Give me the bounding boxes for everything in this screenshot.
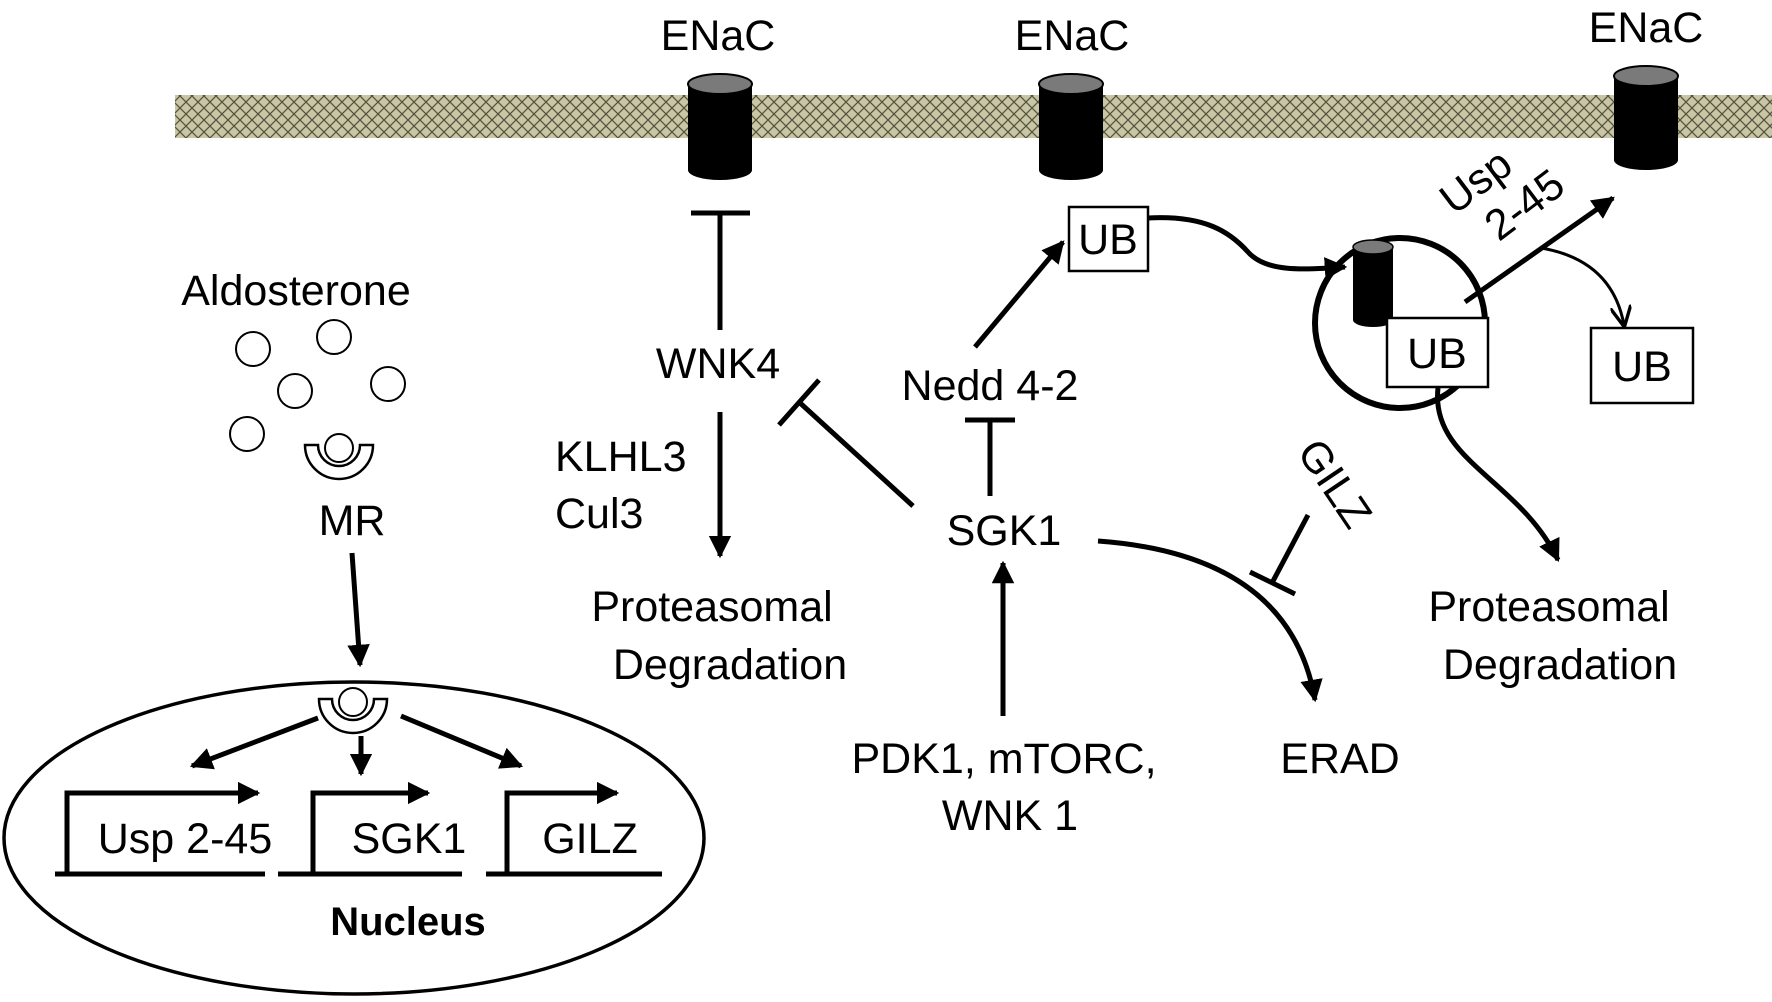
- aldosterone-molecule: [277, 373, 313, 409]
- ub-box-3: [1589, 326, 1695, 405]
- aldosterone-molecule: [370, 366, 406, 402]
- nucleus-title: Nucleus: [330, 900, 486, 944]
- usp-deubiquitination-arrow: [1540, 246, 1624, 325]
- gilz-inhibition-line: [1269, 513, 1311, 585]
- sgk1-wnk4-inhibition-bar: [777, 378, 821, 427]
- aldosterone-molecule: [316, 319, 352, 355]
- aldosterone-molecule: [235, 331, 271, 367]
- enac-label-3: ENaC: [1589, 4, 1704, 52]
- ub-label-2: UB: [1407, 330, 1467, 378]
- enac-channel-1: [687, 73, 753, 180]
- mr-to-nucleus-arrow: [347, 552, 370, 668]
- nedd-to-ub-arrow: [973, 240, 1065, 349]
- gene-sgk1-promoter-arrow: [310, 781, 431, 874]
- gene-gilz-promoter-arrow: [504, 781, 620, 874]
- enac-channel-2: [1038, 73, 1104, 180]
- aldosterone-label: Aldosterone: [181, 267, 411, 315]
- mr-label: MR: [319, 497, 386, 545]
- ub-label-3: UB: [1612, 343, 1672, 391]
- gene-usp-promoter-arrow: [64, 781, 261, 874]
- erad-label: ERAD: [1280, 735, 1399, 783]
- enac-channel-3: [1613, 65, 1679, 170]
- sgk1-label: SGK1: [947, 507, 1062, 555]
- sgk1-to-erad-arrow: [1097, 538, 1323, 703]
- proteasomal-right-line1: Proteasomal: [1428, 583, 1669, 631]
- nedd-label: Nedd 4-2: [902, 362, 1079, 410]
- vesicle-to-degradation-arrow: [1435, 387, 1561, 563]
- aldosterone-molecule: [229, 416, 265, 452]
- cul3-label: Cul3: [555, 490, 643, 538]
- ub-to-vesicle-arrow: [1147, 215, 1348, 280]
- mr-receptor: [303, 433, 375, 481]
- sgk1-wnk4-inhibition-line: [797, 400, 915, 508]
- enac-label-2: ENaC: [1015, 12, 1130, 60]
- wnk4-label: WNK4: [656, 340, 780, 388]
- internalized-enac-channel: [1352, 239, 1394, 327]
- proteasomal-right-line2: Degradation: [1443, 641, 1677, 689]
- proteasomal-left-line2: Degradation: [613, 641, 847, 689]
- proteasomal-degradation-left: Proteasomal Degradation: [591, 583, 847, 689]
- nucleus: [2, 680, 706, 996]
- gilz-label: GILZ: [1288, 431, 1381, 537]
- enac-label-1: ENaC: [661, 12, 776, 60]
- gilz-inhibition-bar: [1248, 569, 1297, 597]
- proteasomal-degradation-right: Proteasomal Degradation: [1428, 583, 1681, 689]
- pdk-label-line1: PDK1, mTORC,: [852, 735, 1157, 783]
- proteasomal-left-line1: Proteasomal: [591, 583, 832, 631]
- mr-receptor-nuclear: [317, 687, 389, 735]
- mr-to-gilz-gene-arrow: [400, 713, 524, 769]
- klhl3-label: KLHL3: [555, 433, 686, 481]
- pdk-label: PDK1, mTORC, WNK 1: [852, 735, 1169, 840]
- cell-membrane: [175, 95, 1772, 138]
- gene-usp-label: Usp 2-45: [98, 815, 272, 863]
- ub-label-1: UB: [1078, 216, 1138, 264]
- gene-gilz-label: GILZ: [542, 815, 638, 863]
- mr-to-usp-gene-arrow: [189, 715, 319, 770]
- gene-sgk1-label: SGK1: [352, 815, 467, 863]
- usp-recycling-arrow: [1463, 195, 1615, 305]
- ub-box-1: [1067, 205, 1150, 273]
- pdk-label-line2: WNK 1: [942, 792, 1078, 840]
- ub-box-2: [1385, 316, 1490, 389]
